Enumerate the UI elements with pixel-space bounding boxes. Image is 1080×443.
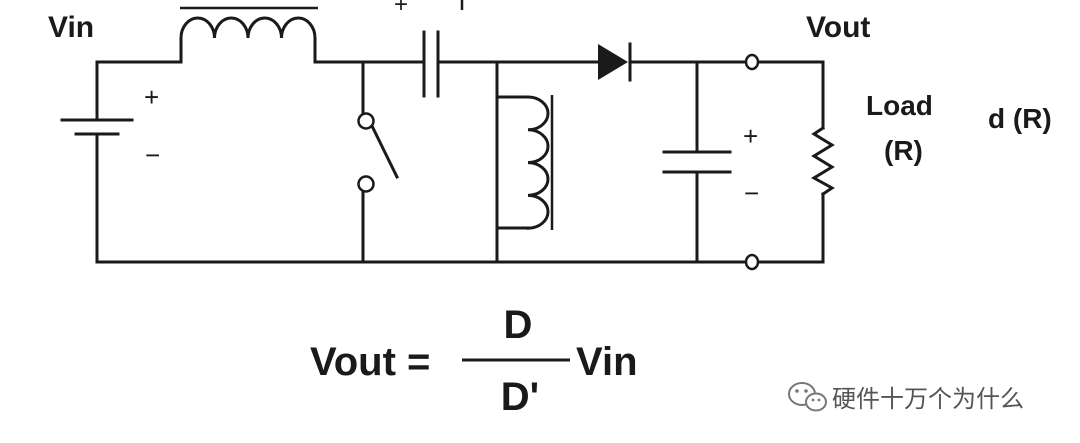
coupling-capacitor: [422, 30, 440, 98]
diode: [598, 42, 632, 82]
watermark-text: 硬件十万个为什么: [832, 385, 1024, 413]
inductor-2: [526, 95, 554, 230]
formula-rhs: Vin: [576, 340, 638, 384]
output-terminals: [744, 53, 760, 271]
vout-minus-sign: −: [744, 178, 759, 208]
vout-plus-sign: +: [743, 121, 758, 151]
vin-label: Vin: [48, 11, 94, 44]
output-capacitor: [662, 150, 732, 174]
formula: Vout = D D' Vin: [310, 303, 638, 419]
switch: [357, 112, 400, 193]
watermark: 硬件十万个为什么: [788, 382, 1024, 413]
load-r-label: (R): [884, 135, 923, 166]
wechat-icon: [788, 382, 827, 412]
source-minus-sign: −: [145, 140, 160, 170]
formula-numerator: D: [504, 303, 533, 347]
load-label: Load: [866, 90, 933, 121]
cap-plus-sign: +: [394, 0, 408, 18]
load-resistor: [811, 125, 835, 197]
wires: [95, 60, 825, 264]
inductor-1: [179, 6, 318, 64]
vout-label: Vout: [806, 11, 870, 44]
source-battery: [60, 118, 134, 136]
formula-denominator: D': [501, 375, 539, 419]
source-plus-sign: +: [144, 82, 159, 112]
formula-lhs: Vout =: [310, 340, 430, 384]
load-r-cut-label: d (R): [988, 103, 1052, 134]
